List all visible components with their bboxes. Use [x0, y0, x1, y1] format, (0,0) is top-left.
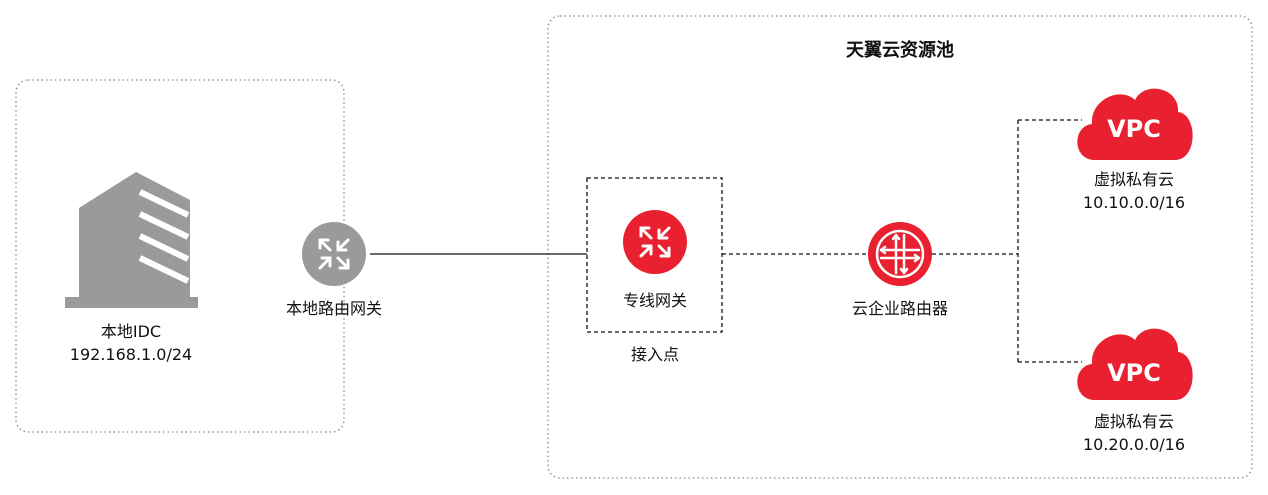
router-arrows-icon [302, 222, 366, 286]
dc-gateway-label: 专线网关 [622, 291, 688, 310]
cloud-pool-container [547, 15, 1253, 479]
vpc1-icon-text: VPC [1107, 115, 1161, 143]
vpc2-name: 虚拟私有云 [1093, 412, 1175, 431]
cloud-icon [1077, 88, 1193, 160]
local-idc-cidr: 192.168.1.0/24 [69, 345, 193, 364]
enterprise-router-label: 云企业路由器 [851, 299, 949, 318]
building-icon [65, 172, 198, 308]
vpc1-cidr: 10.10.0.0/16 [1082, 193, 1186, 212]
dc-gateway-icon [623, 210, 687, 274]
access-point-box [586, 177, 723, 333]
cloud-pool-title: 天翼云资源池 [846, 40, 954, 61]
local-idc-name: 本地IDC [100, 322, 162, 341]
vpc1-name: 虚拟私有云 [1093, 170, 1175, 189]
vpc2-cidr: 10.20.0.0/16 [1082, 435, 1186, 454]
cloud-icon [1077, 328, 1193, 400]
cross-router-icon [868, 222, 932, 286]
vpc2-icon-text: VPC [1107, 359, 1161, 387]
access-point-label: 接入点 [630, 345, 680, 364]
local-gateway-label: 本地路由网关 [285, 299, 383, 318]
